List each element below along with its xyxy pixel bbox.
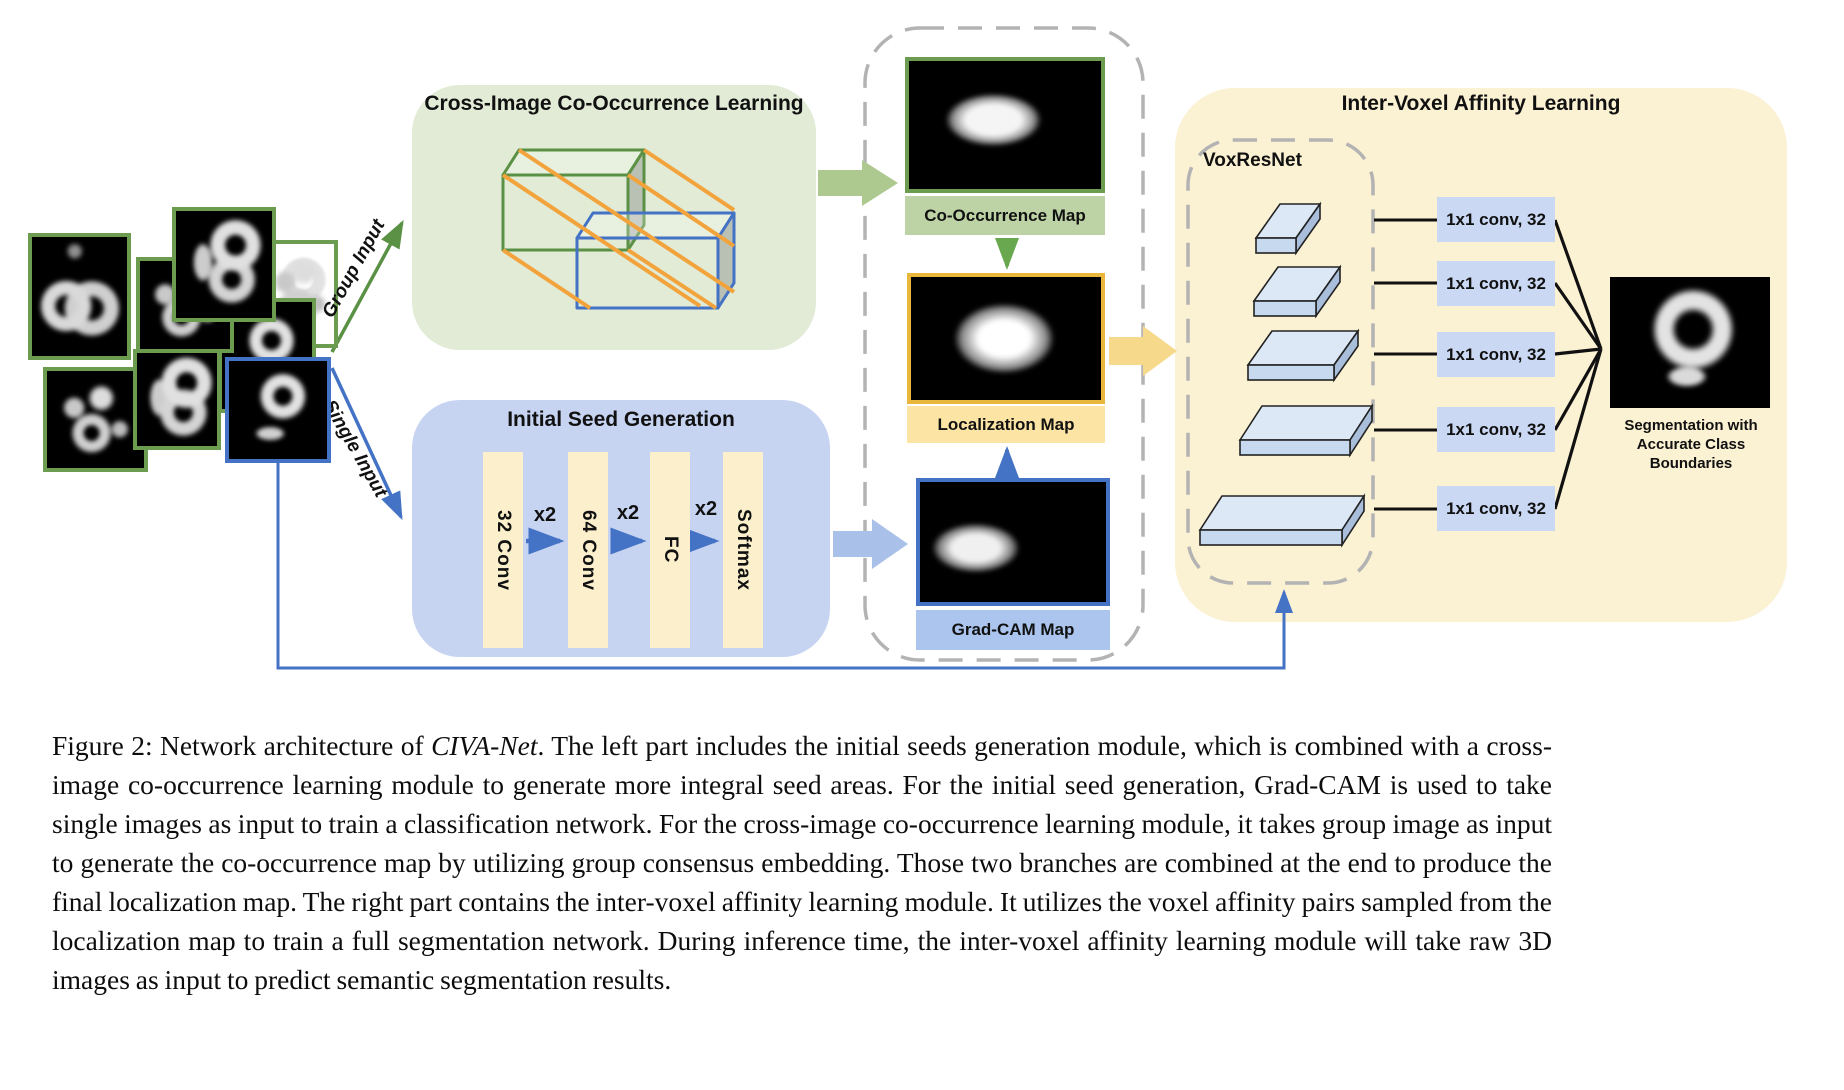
caption-tag: Figure 2: [52,729,153,761]
voxel-blob-render [32,237,127,356]
voxel-blob-render [137,353,217,446]
cooccurrence-module-box [412,85,816,350]
voxel-blob-render [47,371,144,468]
conv-1x1-box: 1x1 conv, 32 [1437,486,1555,531]
repeat-x2-label: x2 [533,504,557,526]
layer-bar-64conv: 64 Conv [568,452,608,648]
seed-module-title: Initial Seed Generation [507,408,735,431]
voxel-blob-render [920,482,1106,602]
caption-text: . The left part includes the initial see… [52,729,1552,995]
single-input-image [225,357,331,463]
cooccurrence-map-label: Co-Occurrence Map [905,196,1105,235]
conv-1x1-box: 1x1 conv, 32 [1437,407,1555,452]
voxresnet-label: VoxResNet [1203,150,1302,171]
cooccurrence-map-image [905,57,1105,193]
segmentation-caption-line: Boundaries [1649,455,1733,472]
layer-bar-32conv: 32 Conv [483,452,523,648]
group-input-image [133,349,221,450]
group-input-image [43,367,148,472]
caption-text: Network architecture of [159,729,424,761]
caption-model-name: CIVA-Net [431,729,538,761]
segmentation-caption-line: Accurate Class [1636,436,1746,453]
layer-bar-label: 64 Conv [578,509,599,591]
voxel-blob-render [1610,277,1770,408]
layer-bar-label: Softmax [733,509,754,591]
conv-1x1-box: 1x1 conv, 32 [1437,261,1555,306]
conv-1x1-box: 1x1 conv, 32 [1437,332,1555,377]
segmentation-output-caption: Segmentation with Accurate Class Boundar… [1598,416,1784,473]
conv-1x1-box: 1x1 conv, 32 [1437,197,1555,242]
layer-bar-label: FC [660,536,681,564]
repeat-x2-label: x2 [694,498,718,520]
gradcam-map-image [916,478,1110,606]
localization-map-image [907,273,1105,404]
layer-bar-softmax: Softmax [723,452,763,648]
voxel-blob-render [229,361,327,459]
layer-bar-fc: FC [650,452,690,648]
repeat-x2-label: x2 [616,502,640,524]
group-input-image [28,233,131,360]
cooccurrence-module-title: Cross-Image Co-Occurrence Learning [424,92,804,115]
segmentation-output-image [1610,277,1770,408]
segmentation-caption-line: Segmentation with [1624,417,1758,434]
group-input-image [172,207,276,322]
green-thick-arrow [818,160,898,206]
blue-thick-arrow [833,519,908,569]
layer-bar-label: 32 Conv [493,509,514,591]
voxel-blob-render [176,211,272,318]
seed-generation-module-box [412,400,830,657]
voxel-blob-render [909,61,1101,189]
yellow-thick-arrow [1109,326,1177,376]
localization-map-label: Localization Map [907,406,1105,443]
figure-caption: Figure 2: Network architecture of CIVA-N… [52,726,1552,999]
voxel-blob-render [911,277,1101,400]
gradcam-map-label: Grad-CAM Map [916,610,1110,650]
affinity-module-title: Inter-Voxel Affinity Learning [1341,92,1621,115]
